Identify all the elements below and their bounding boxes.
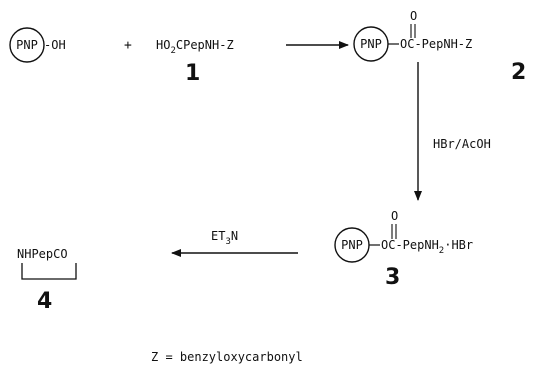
compound-2-number: 2 <box>511 60 526 85</box>
hbr-salt: ·HBr <box>444 238 473 252</box>
amine-sub: 2 <box>439 246 444 256</box>
pnp-label: PNP <box>341 238 363 252</box>
hydroxyl-group: -OH <box>44 38 66 52</box>
reagent-1-rest: CPepNH-Z <box>176 38 234 52</box>
reagent-et3n: ET3N <box>211 229 238 247</box>
svg-text:OC-PepNH2·HBr: OC-PepNH2·HBr <box>381 238 473 256</box>
pnp-oh-support: PNP -OH <box>9 27 66 63</box>
cyclic-bracket <box>21 263 77 280</box>
svg-text:HO2CPepNH-Z: HO2CPepNH-Z <box>156 38 234 56</box>
carbonyl-oxygen: O <box>410 9 417 23</box>
pnp-label: PNP <box>16 38 38 52</box>
reagent-1: HO2CPepNH-Z 1 <box>156 38 234 86</box>
reagent-hbr-acoh: HBr/AcOH <box>433 137 491 151</box>
footnote-z-definition: Z = benzyloxycarbonyl <box>151 350 303 364</box>
compound-4-number: 4 <box>37 289 52 314</box>
carbonyl-oxygen: O <box>391 209 398 223</box>
compound-3: PNP O OC-PepNH2·HBr 3 <box>334 209 473 290</box>
reagent-et3n-end: N <box>231 229 238 243</box>
reagent-1-ho: HO <box>156 38 170 52</box>
reagent-1-sub: 2 <box>170 46 175 56</box>
compound-2: PNP O OC-PepNH-Z 2 <box>353 9 526 85</box>
ester-formula: OC-PepNH <box>381 238 439 252</box>
ester-formula: OC-PepNH-Z <box>400 37 472 51</box>
compound-4: NHPepCO 4 <box>17 247 77 314</box>
compound-1-number: 1 <box>185 61 200 86</box>
compound-3-number: 3 <box>385 265 400 290</box>
reagent-et3n-main: ET <box>211 229 225 243</box>
pnp-label: PNP <box>360 37 382 51</box>
pnp-circle <box>9 27 45 63</box>
cyclic-formula: NHPepCO <box>17 247 68 261</box>
reagent-et3n-sub: 3 <box>225 237 230 247</box>
plus-sign: + <box>124 38 132 53</box>
